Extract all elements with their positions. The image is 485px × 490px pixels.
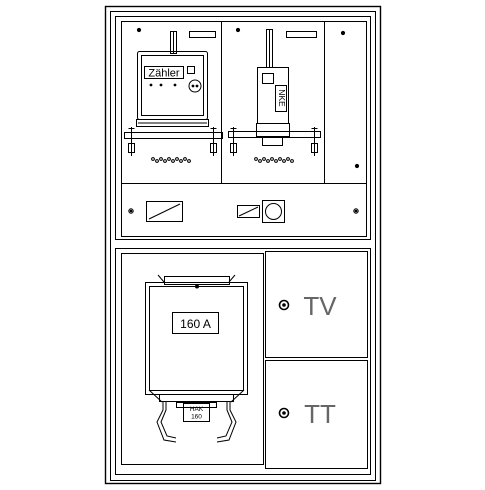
meter-label: Zähler [148, 68, 180, 80]
upper-strip-controls [146, 200, 285, 223]
nke-device [228, 29, 321, 163]
hak-rating-label: 160 A [180, 317, 211, 331]
hak-tag-line2: 160 [191, 414, 202, 421]
upper-module [115, 16, 371, 240]
nke-label: NKE [277, 89, 287, 107]
cabinet-outer-frame [104, 5, 382, 485]
tv-indicator-knob [278, 299, 290, 311]
nke-terminal-dots [254, 157, 294, 163]
tv-label: TV [303, 291, 337, 321]
meter-device [124, 31, 223, 163]
tt-label: TT [304, 399, 336, 429]
hak-device [145, 274, 248, 443]
hak-tag-line1: HAK [190, 406, 204, 413]
upper-screws [128, 27, 360, 214]
tt-indicator-knob [278, 407, 290, 419]
meter-terminal-dots [151, 157, 191, 163]
lower-module [115, 248, 371, 475]
